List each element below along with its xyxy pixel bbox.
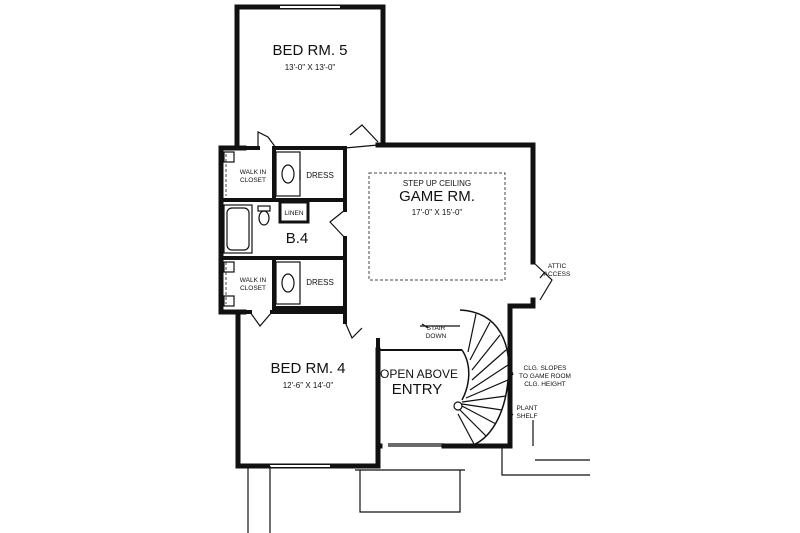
ceiling-note-line3: CLG. HEIGHT: [524, 381, 566, 388]
bath-4-name: B.4: [286, 230, 309, 247]
step-up-ceiling-outline: [368, 172, 506, 281]
interior-walls: [219, 146, 462, 468]
dress-lower-label: DRESS: [306, 278, 334, 287]
walk-in-closet-lower-line1: WALK IN: [240, 277, 267, 284]
walk-in-closet-upper-line2: CLOSET: [240, 177, 266, 184]
plant-shelf-line1: PLANT: [517, 405, 538, 412]
leader-lines: [507, 271, 546, 421]
spiral-stair: [420, 309, 510, 447]
bed-rm-4-size: 12'-6" X 14'-0": [283, 381, 334, 390]
ceiling-note-line2: TO GAME ROOM: [519, 373, 571, 380]
door-swings: [249, 124, 553, 340]
windows: [270, 6, 340, 467]
linen-label: LINEN: [284, 210, 303, 217]
plant-shelf-line2: SHELF: [517, 413, 538, 420]
walk-in-closet-upper-line1: WALK IN: [240, 169, 267, 176]
bed-rm-5-size: 13'-0" X 13'-0": [285, 63, 336, 72]
stair-down-line1: STAIR: [427, 325, 446, 332]
exterior-lines: [247, 420, 590, 533]
attic-access-line2: ACCESS: [544, 271, 571, 278]
stair-down-line2: DOWN: [426, 333, 447, 340]
game-rm-size: 17'-0" X 15'-0": [412, 208, 463, 217]
game-rm-name: GAME RM.: [399, 188, 475, 205]
ceiling-note-line1: CLG. SLOPES: [524, 365, 568, 372]
attic-access-line1: ATTIC: [548, 263, 567, 270]
walk-in-closet-lower-line2: CLOSET: [240, 285, 266, 292]
dress-upper-label: DRESS: [306, 171, 334, 180]
entry-name: ENTRY: [392, 381, 443, 398]
game-rm-note: STEP UP CEILING: [403, 179, 471, 188]
bed-rm-5-name: BED RM. 5: [272, 42, 347, 59]
bed-rm-4-name: BED RM. 4: [270, 360, 345, 377]
entry-note: OPEN ABOVE: [380, 367, 458, 381]
fixtures: [223, 151, 301, 307]
